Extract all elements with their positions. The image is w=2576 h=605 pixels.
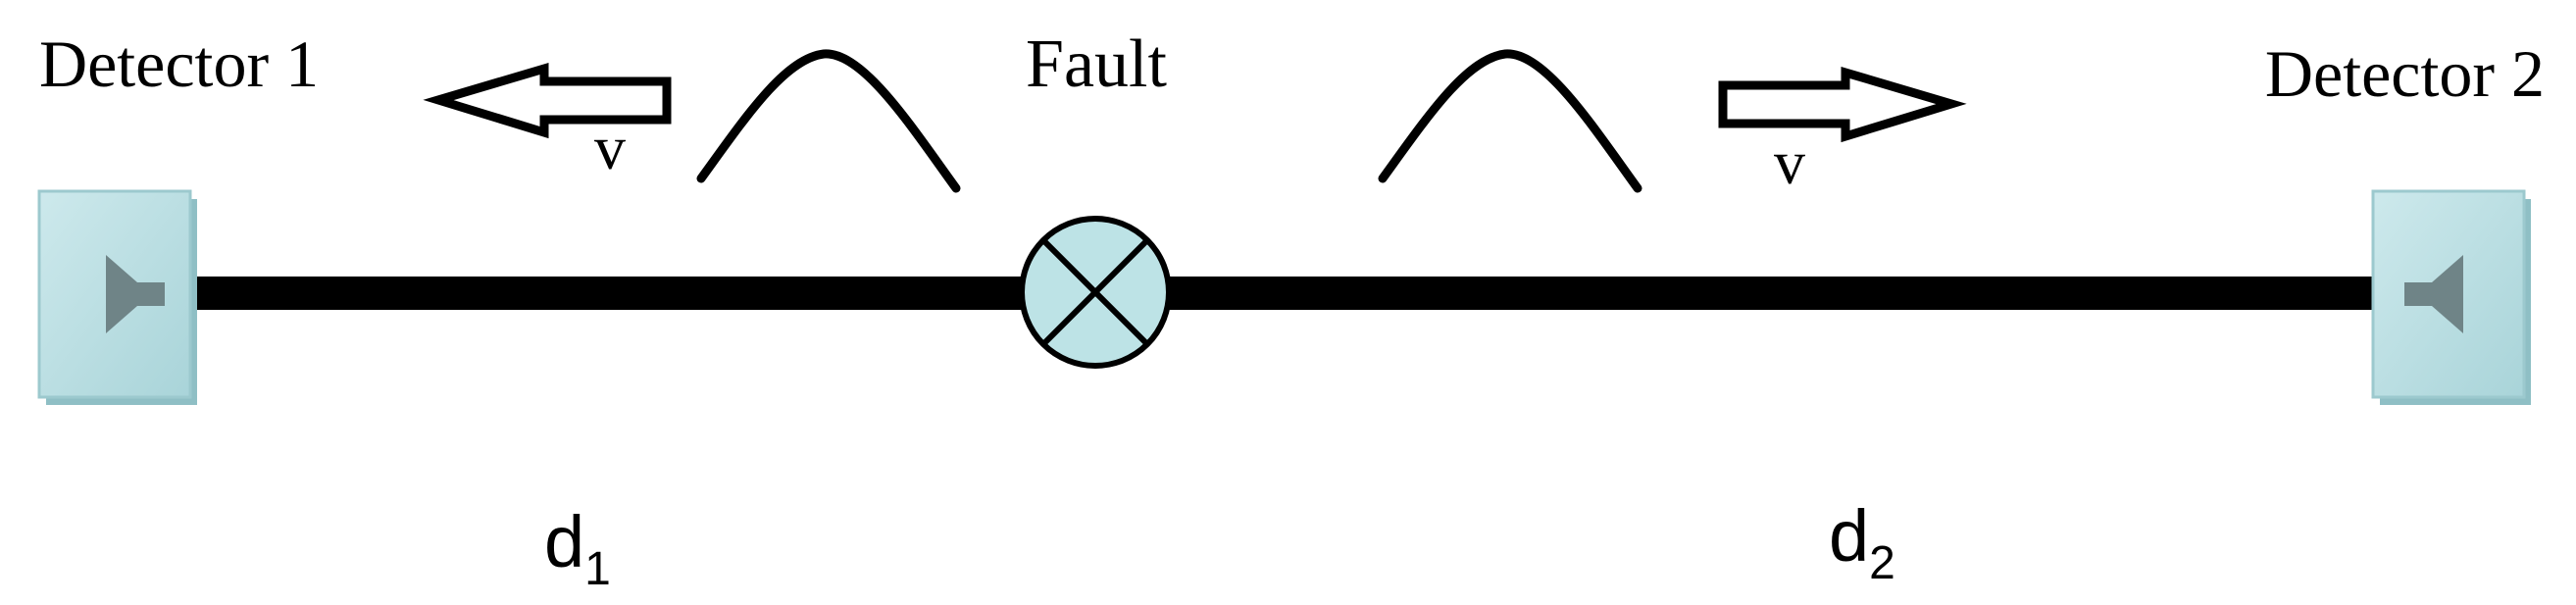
fault-symbol: [1019, 216, 1172, 369]
wave-pulse-left: [696, 49, 961, 193]
distance-label-d2-base: d: [1829, 495, 1869, 577]
fault-cross-line: [1040, 237, 1150, 347]
distance-label-d1-base: d: [544, 501, 584, 582]
speaker-icon: [106, 255, 165, 333]
detector-1-label: Detector 1: [39, 26, 319, 101]
arrow-left-icon: [423, 62, 672, 139]
detector-2: [2371, 189, 2531, 405]
distance-label-d1: d1: [544, 501, 611, 595]
distance-label-d2: d2: [1829, 495, 1895, 589]
velocity-label-left: v: [594, 113, 626, 182]
speaker-icon: [2404, 255, 2463, 333]
wave-pulse-right: [1378, 49, 1642, 193]
fault-label: Fault: [1026, 26, 1167, 102]
distance-label-d1-sub: 1: [584, 543, 611, 595]
distance-label-d2-sub: 2: [1869, 537, 1895, 589]
transmission-line: [191, 277, 2398, 310]
velocity-label-right: v: [1774, 127, 1805, 197]
detector-2-label: Detector 2: [2265, 36, 2545, 111]
detector-1: [37, 189, 197, 405]
arrow-right-icon: [1718, 66, 1967, 143]
